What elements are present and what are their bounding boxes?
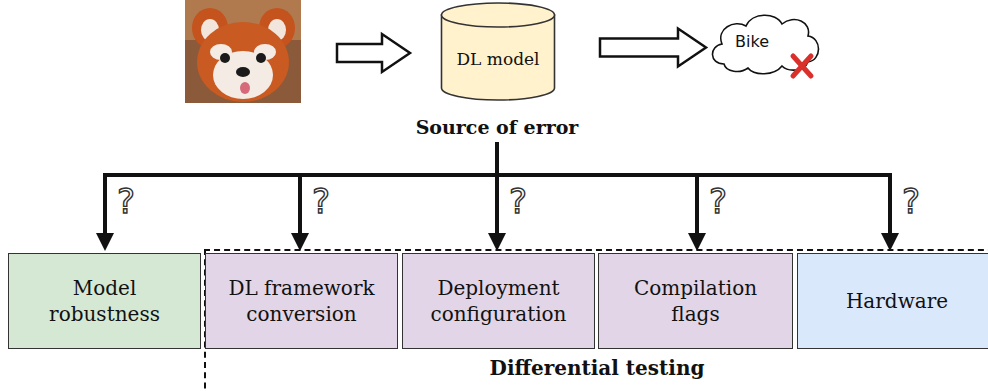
process-box: Compilation flags — [598, 253, 793, 349]
question-mark: ? — [312, 184, 330, 218]
region-label: Differential testing — [347, 355, 847, 381]
output-cloud: Bike — [704, 4, 830, 82]
question-mark: ? — [709, 184, 727, 218]
question-mark: ? — [902, 184, 920, 218]
question-mark: ? — [509, 184, 527, 218]
question-mark: ? — [117, 184, 135, 218]
process-box: Hardware — [797, 253, 988, 349]
dashed-region: Differential testing DL framework convers… — [204, 249, 988, 391]
box-label: Model robustness — [17, 275, 192, 327]
dashed-border-top — [204, 249, 988, 251]
box-label: DL framework conversion — [214, 275, 389, 327]
process-box: DL framework conversion — [205, 253, 398, 349]
box-label: Compilation flags — [607, 275, 784, 327]
hollow-arrow — [600, 29, 706, 67]
section-heading: Source of error — [416, 116, 579, 138]
box-label: Hardware — [846, 288, 948, 314]
process-box: Model robustness — [8, 253, 201, 349]
red-panda-photo — [185, 0, 301, 103]
box-label: Deployment configuration — [411, 275, 586, 327]
tree-lines — [103, 142, 892, 236]
cloud-label: Bike — [716, 32, 788, 53]
database-cylinder: DL model — [440, 2, 556, 102]
process-box: Deployment configuration — [402, 253, 595, 349]
wrong-mark — [793, 56, 811, 76]
hollow-arrow — [337, 34, 410, 72]
cylinder-label: DL model — [440, 48, 556, 70]
